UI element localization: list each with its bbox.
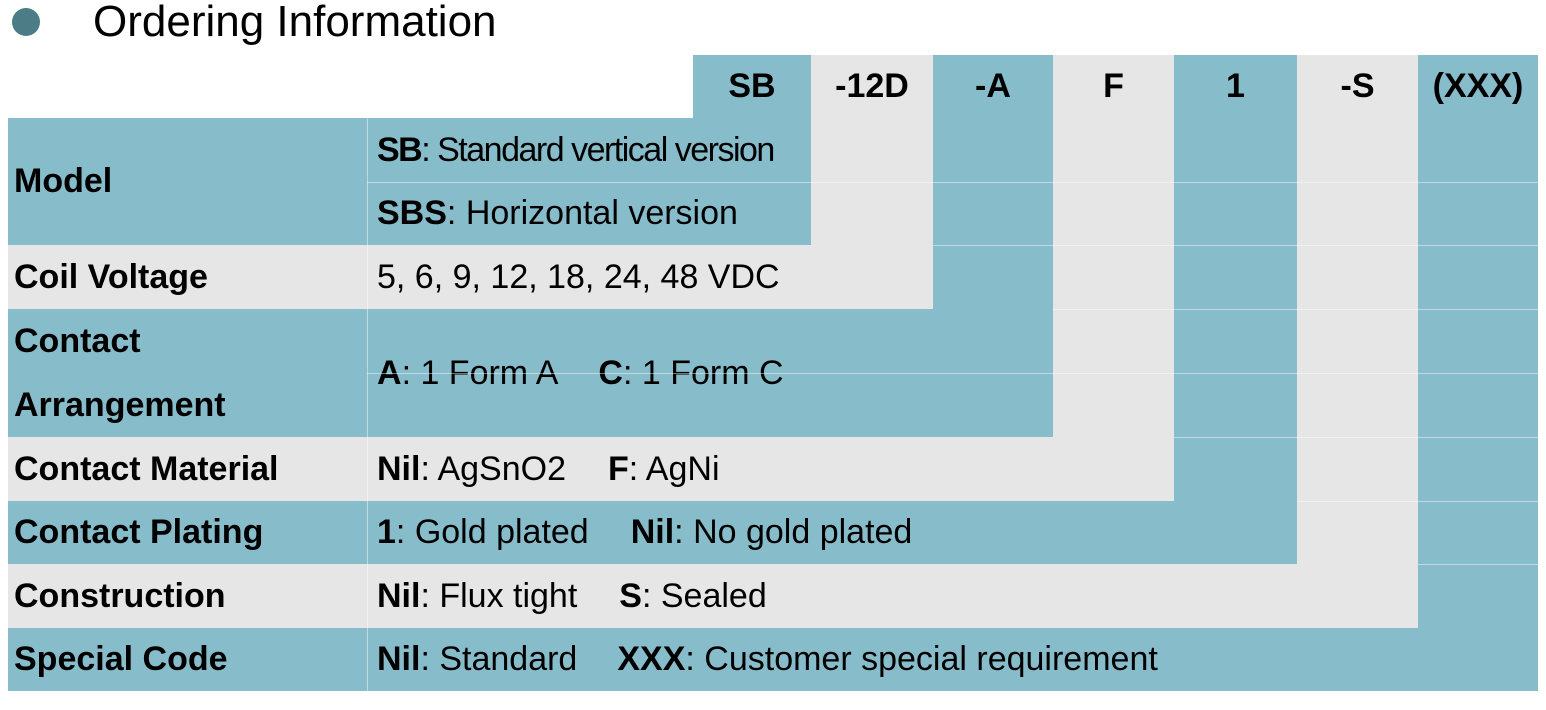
option-text: : Customer special requirement — [685, 640, 1158, 678]
option-code: SB — [377, 130, 423, 169]
special-code-options: Nil: Standard XXX: Customer special requi… — [367, 628, 1538, 691]
option-code: F — [608, 449, 629, 488]
option-code: 1 — [377, 513, 396, 551]
contact-plating-options: 1: Gold plated Nil: No gold plated — [367, 501, 1297, 564]
option-text: : 1 Form A — [401, 353, 559, 392]
grid-line — [1418, 564, 1538, 565]
option-text: : Horizontal version — [446, 194, 738, 232]
option-code: A — [377, 353, 402, 392]
coil-voltage-column-band — [811, 118, 933, 245]
option-code: Nil — [630, 513, 675, 551]
construction-column-band — [1297, 118, 1418, 628]
code-header-construction: -S — [1297, 55, 1418, 118]
option-code: Nil — [377, 640, 421, 678]
row-label-contact-plating: Contact Plating — [8, 501, 367, 564]
option-text: : AgNi — [628, 449, 720, 488]
option-text: : Sealed — [641, 576, 767, 615]
code-header-contact-material: F — [1053, 55, 1174, 118]
row-label-contact-material: Contact Material — [8, 437, 367, 501]
model-option-horizontal: SBS: Horizontal version — [367, 182, 811, 245]
grid-line — [933, 245, 1538, 246]
row-label-special-code: Special Code — [8, 628, 367, 691]
option-code: C — [598, 353, 623, 392]
grid-line — [367, 182, 1538, 183]
row-label-construction: Construction — [8, 564, 367, 628]
special-code-column-band — [1418, 118, 1538, 691]
option-code: Nil — [377, 449, 421, 488]
code-header-coil-voltage: -12D — [811, 55, 933, 118]
row-label-model: Model — [8, 118, 367, 245]
option-code: SBS — [377, 194, 447, 232]
contact-plating-column-band — [1174, 118, 1297, 564]
row-label-contact-arrangement: Contact Arrangement — [8, 309, 367, 437]
option-text: : Flux tight — [420, 576, 578, 615]
option-text: : Gold plated — [395, 513, 589, 551]
contact-arrangement-options: A: 1 Form A C: 1 Form C — [367, 309, 1053, 437]
option-text: : Standard vertical version — [421, 130, 775, 169]
section-bullet-icon — [12, 8, 40, 36]
code-header-model: SB — [693, 55, 811, 118]
contact-arrangement-column-band — [933, 118, 1053, 309]
row-label-coil-voltage: Coil Voltage — [8, 245, 367, 309]
code-header-contact-plating: 1 — [1174, 55, 1297, 118]
contact-material-options: Nil: AgSnO2 F: AgNi — [367, 437, 1174, 501]
grid-line — [1174, 437, 1538, 438]
construction-options: Nil: Flux tight S: Sealed — [367, 564, 1418, 628]
grid-line — [1297, 501, 1538, 502]
grid-line — [367, 118, 368, 691]
option-text: : No gold plated — [674, 513, 913, 551]
code-header-special-code: (XXX) — [1418, 55, 1538, 118]
option-code: Nil — [377, 576, 421, 615]
option-code: S — [619, 576, 642, 615]
model-option-standard: SB: Standard vertical version — [367, 118, 811, 182]
code-header-contact-arrangement: -A — [933, 55, 1053, 118]
grid-line — [1053, 309, 1538, 310]
option-text: : Standard — [420, 640, 578, 678]
section-title: Ordering Information — [93, 0, 497, 46]
option-text: : AgSnO2 — [420, 449, 566, 488]
grid-line — [367, 373, 1538, 374]
coil-voltage-values: 5, 6, 9, 12, 18, 24, 48 VDC — [367, 245, 933, 309]
option-text: : 1 Form C — [622, 353, 784, 392]
row-label-line-1: Contact — [14, 321, 141, 360]
row-label-line-2: Arrangement — [14, 385, 226, 424]
option-code: XXX — [617, 640, 686, 678]
